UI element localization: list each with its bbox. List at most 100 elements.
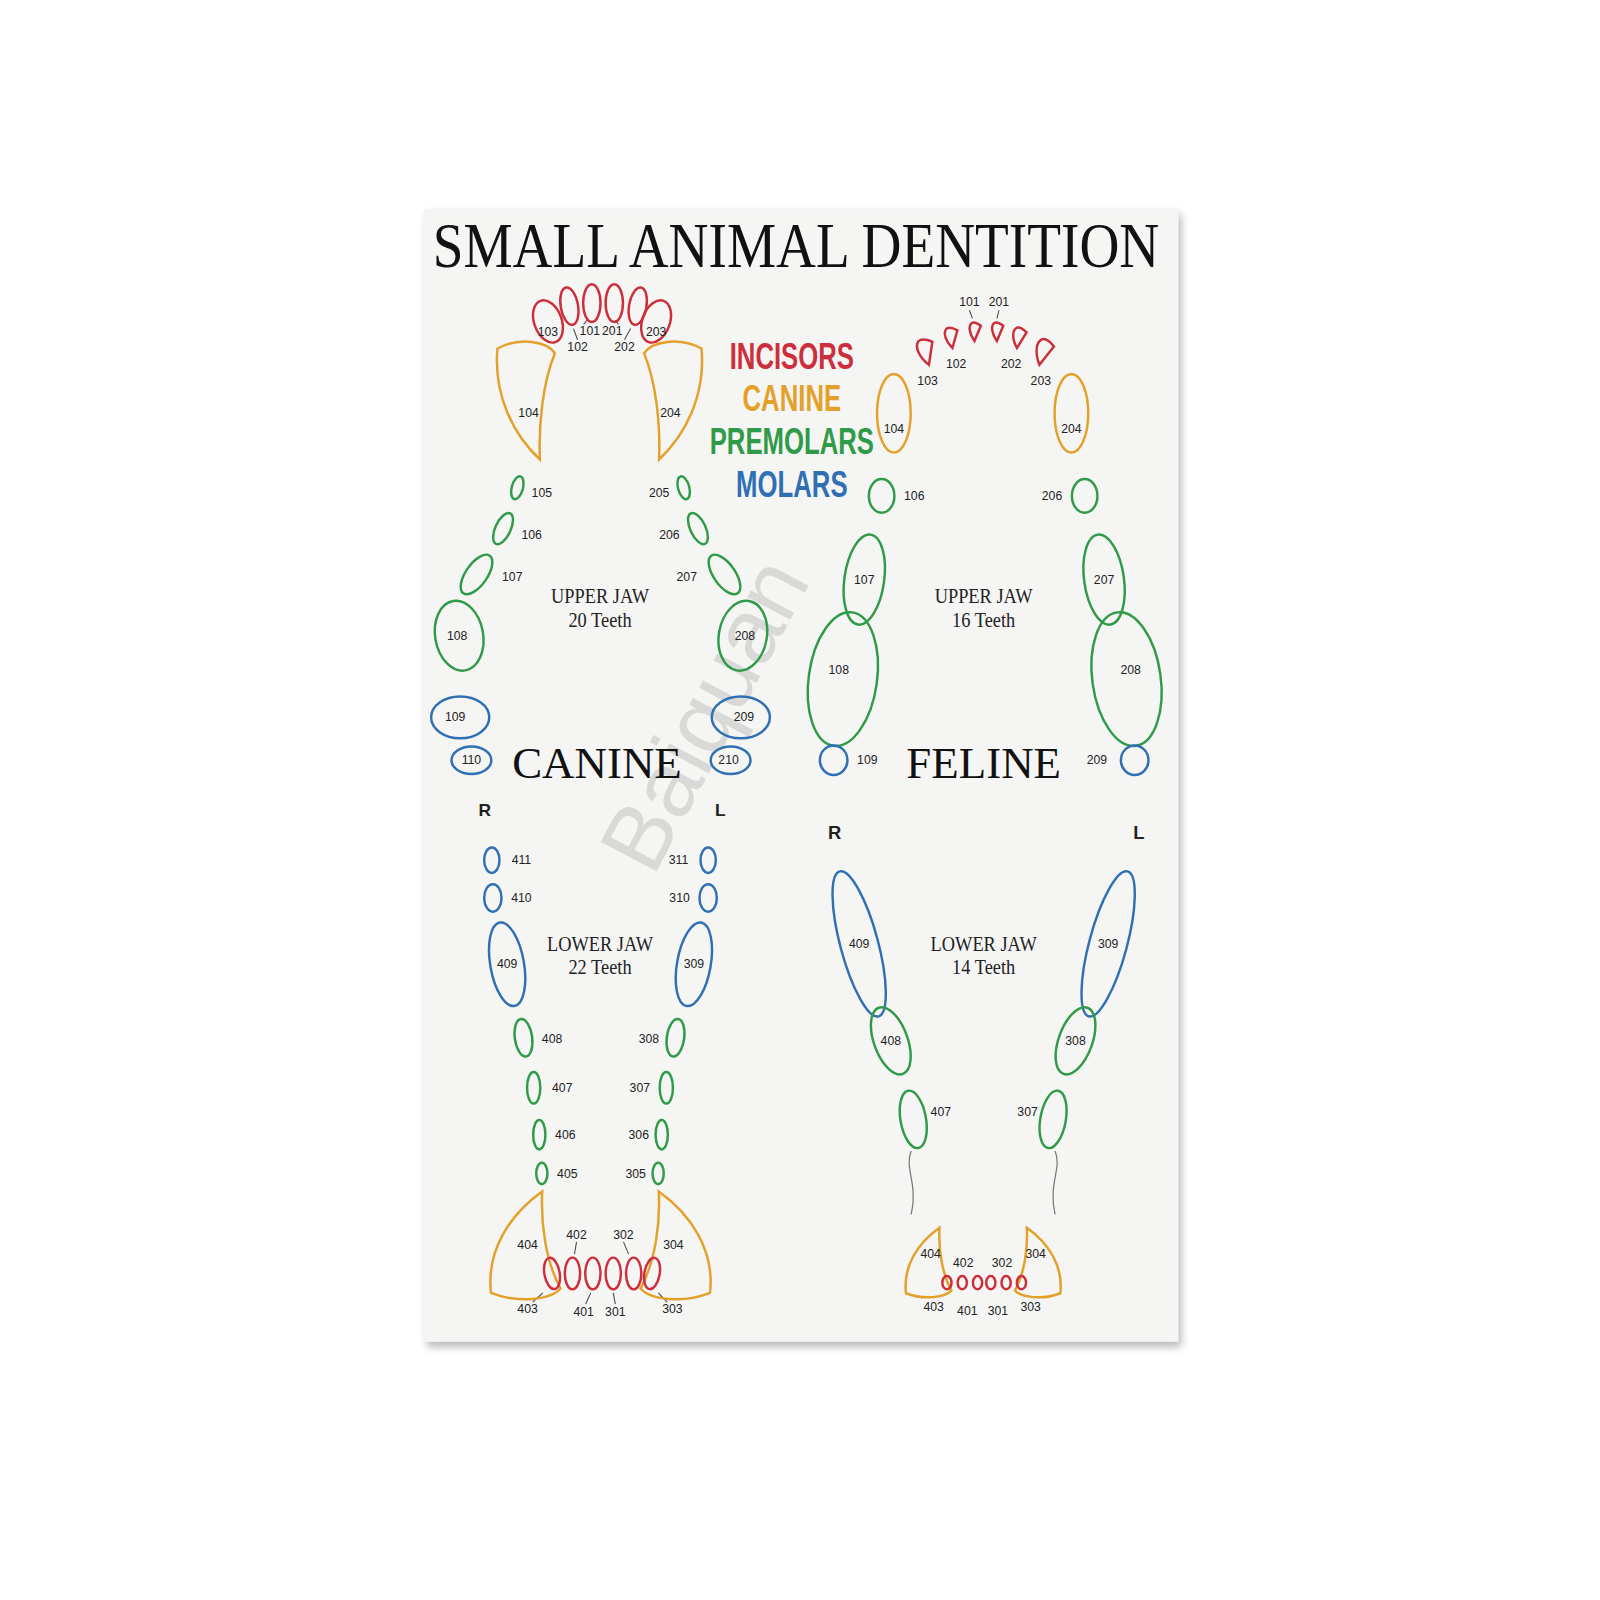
tooth-number: 405 [557, 1167, 577, 1179]
tooth-shape [483, 920, 531, 1009]
tooth-outline [483, 846, 501, 875]
tooth-shape [512, 1018, 534, 1058]
tooth-shape [703, 550, 747, 600]
tooth-number: 109 [857, 754, 877, 766]
tooth-number: 104 [884, 422, 904, 434]
tooth: 401 [584, 1256, 602, 1291]
tooth-number: 203 [1031, 374, 1051, 386]
legend-text: INCISORS [730, 336, 854, 378]
tooth-shape [1033, 338, 1056, 368]
tooth-shape [675, 475, 692, 501]
tooth-outline [535, 1161, 549, 1185]
tooth-number: 302 [613, 1229, 633, 1241]
tooth: 404 [898, 1226, 955, 1299]
tooth-number: 401 [573, 1306, 593, 1318]
tooth-number: 408 [881, 1035, 901, 1047]
tooth: 303 [1015, 1274, 1027, 1290]
tooth-outline [640, 340, 711, 462]
tooth: 204 [1053, 372, 1090, 454]
tooth-shape [973, 1276, 982, 1289]
tooth-number: 204 [660, 407, 680, 419]
tooth-outline [640, 1255, 664, 1292]
tooth-outline [941, 1274, 953, 1290]
tooth-count: 20 Teeth [568, 609, 631, 629]
tooth-outline [604, 283, 624, 324]
tooth: 104 [488, 340, 559, 462]
tooth-count: 22 Teeth [568, 957, 631, 977]
tooth: 304 [636, 1189, 722, 1301]
tooth: 405 [535, 1161, 549, 1185]
tooth-shape [664, 1018, 686, 1058]
tooth-shape [641, 1191, 711, 1299]
tooth-shape [915, 337, 938, 367]
gap-line [1053, 1151, 1057, 1214]
tooth: 208 [1091, 610, 1162, 748]
tooth-number: 305 [625, 1167, 645, 1179]
leader-line [573, 329, 577, 340]
tooth-shape [636, 296, 677, 347]
leader-line [623, 1242, 628, 1254]
tooth-shape [497, 342, 555, 460]
tooth: 104 [876, 372, 913, 454]
tooth-number: 309 [1098, 938, 1118, 950]
tooth-shape [699, 884, 716, 912]
tooth-shape [800, 607, 886, 750]
tooth-shape [484, 847, 499, 873]
tooth-number: 308 [1065, 1035, 1085, 1047]
tooth-number: 301 [605, 1306, 625, 1318]
tooth-outline [1070, 478, 1099, 515]
tooth: 408 [513, 1017, 533, 1058]
tooth-shape [863, 1002, 919, 1080]
tooth: 208 [717, 599, 768, 672]
tooth: 310 [698, 883, 718, 914]
legend-text: CANINE [743, 378, 842, 420]
tooth: 201 [604, 283, 624, 324]
tooth: 102 [559, 286, 579, 327]
tooth: 408 [872, 1004, 909, 1077]
tooth-shape [626, 286, 650, 326]
jaw-label: LOWER JAW [547, 934, 653, 954]
tooth-shape [820, 745, 848, 775]
tooth-number: 403 [923, 1301, 943, 1313]
tooth: 209 [710, 695, 771, 740]
tooth-shape [583, 284, 600, 322]
tooth-shape [490, 1191, 560, 1299]
leader-line [574, 1242, 576, 1254]
tooth: 410 [483, 883, 503, 914]
tooth-shape [896, 1089, 931, 1151]
tooth-number: 310 [669, 892, 689, 904]
side-marker: R [828, 823, 841, 841]
tooth: 307 [1039, 1089, 1068, 1150]
tooth: 107 [464, 550, 488, 599]
tooth-shape [1121, 745, 1149, 775]
tooth: 105 [510, 474, 524, 501]
tooth: 205 [677, 474, 691, 501]
tooth-number: 401 [957, 1305, 977, 1317]
tooth-number: 101 [959, 296, 979, 308]
tooth-shape [1015, 1228, 1061, 1298]
tooth: 307 [658, 1070, 674, 1105]
tooth: 403 [543, 1256, 561, 1291]
tooth-outline [584, 1256, 602, 1291]
tooth-number: 202 [1001, 358, 1021, 370]
tooth-number: 208 [735, 630, 755, 642]
tooth: 204 [640, 340, 711, 462]
tooth-shape [455, 550, 499, 600]
tooth-shape [970, 322, 981, 341]
tooth-number: 408 [542, 1033, 562, 1045]
tooth-outline [966, 320, 982, 342]
tooth-number: 301 [988, 1305, 1008, 1317]
tooth: 404 [480, 1189, 566, 1301]
legend-entry: PREMOLARS [710, 423, 874, 460]
tooth-outline [699, 846, 717, 875]
tooth-outline [483, 883, 503, 914]
tooth-number: 102 [567, 341, 587, 353]
tooth-shape [944, 327, 960, 349]
tooth-outline [1000, 1274, 1012, 1290]
tooth-shape [877, 374, 911, 453]
tooth: 409 [489, 920, 526, 1008]
tooth-shape [585, 1258, 600, 1290]
jaw-label: LOWER JAW [931, 934, 1037, 954]
tooth-shape [1017, 1276, 1026, 1289]
tooth-number: 411 [512, 854, 532, 866]
